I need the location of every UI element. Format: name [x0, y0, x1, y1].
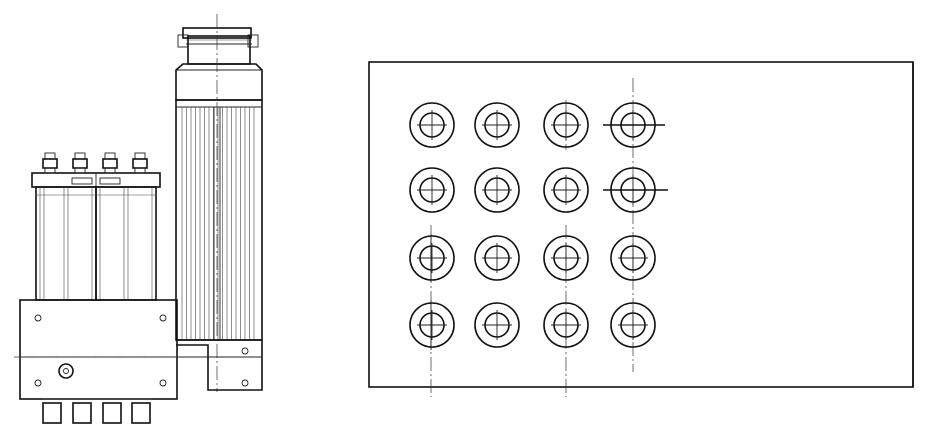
fitting-bottom — [42, 402, 62, 424]
mount-hole — [159, 379, 167, 387]
port-outer-ring — [543, 102, 589, 148]
connector-right-tab — [247, 34, 259, 48]
fitting-top-cap — [44, 152, 56, 160]
port-outer-ring — [543, 302, 589, 348]
port-outer-ring — [610, 302, 656, 348]
cartridge-left — [35, 186, 97, 301]
port-outer-ring — [543, 235, 589, 281]
port-outer-ring — [474, 167, 520, 213]
tall-housing — [175, 14, 263, 392]
port-outer-ring — [474, 235, 520, 281]
fitting-top-cap — [134, 152, 146, 160]
mount-hole — [34, 379, 42, 387]
mount-hole — [159, 314, 167, 322]
manifold-block — [14, 299, 262, 424]
port-outer-ring — [409, 235, 455, 281]
fitting-top-nut — [42, 158, 58, 169]
housing-base — [176, 339, 263, 391]
side-view — [14, 14, 263, 424]
fitting-top-nut — [132, 158, 148, 169]
plate-boss — [71, 177, 93, 185]
cartridge-right — [95, 186, 157, 301]
mount-hole — [34, 314, 42, 322]
fitting-bottom — [102, 402, 122, 424]
fitting-bottom — [72, 402, 92, 424]
mount-hole — [241, 379, 249, 387]
housing-fins — [181, 107, 255, 340]
fitting-top-cap — [104, 152, 116, 160]
port-outer-ring — [543, 167, 589, 213]
fitting-top-neck — [74, 167, 86, 174]
manifold-body — [19, 299, 178, 400]
top-view — [368, 61, 914, 397]
fitting-top-neck — [104, 167, 116, 174]
mount-hole — [241, 347, 249, 355]
top-fittings — [42, 152, 148, 185]
cartridge-pair — [31, 152, 161, 301]
port-bore — [63, 368, 69, 374]
cartridge-lines — [36, 187, 156, 300]
fitting-top-nut — [72, 158, 88, 169]
port-boss — [58, 363, 74, 379]
port-outer-ring — [474, 102, 520, 148]
fitting-top-cap — [74, 152, 86, 160]
fitting-top-neck — [134, 167, 146, 174]
port-outer-ring — [474, 302, 520, 348]
port-outer-ring — [610, 235, 656, 281]
housing-head — [175, 63, 263, 101]
plate-boss — [99, 177, 121, 185]
top-view-plate — [368, 61, 914, 388]
housing-body — [175, 99, 263, 341]
port-outer-ring — [409, 167, 455, 213]
port-grid — [409, 78, 668, 397]
port-outer-ring — [409, 102, 455, 148]
port-outer-ring — [409, 302, 455, 348]
fitting-top-nut — [102, 158, 118, 169]
fitting-top-neck — [44, 167, 56, 174]
fitting-bottom — [131, 402, 151, 424]
bottom-fittings — [42, 398, 152, 424]
